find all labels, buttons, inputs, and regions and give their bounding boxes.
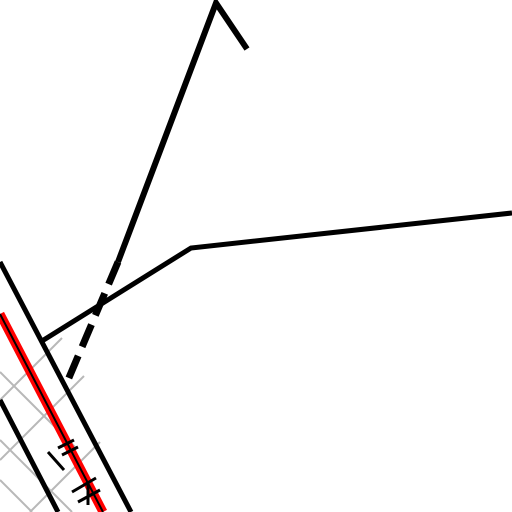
hatched-grid-area <box>0 337 101 512</box>
railway-line <box>0 311 107 512</box>
road-corridor <box>0 260 134 512</box>
road-edge-right <box>0 260 134 512</box>
symbol-marks <box>46 438 101 505</box>
road-edge-left <box>0 398 61 512</box>
dashed-path <box>64 0 250 382</box>
boundary-path <box>40 210 512 344</box>
